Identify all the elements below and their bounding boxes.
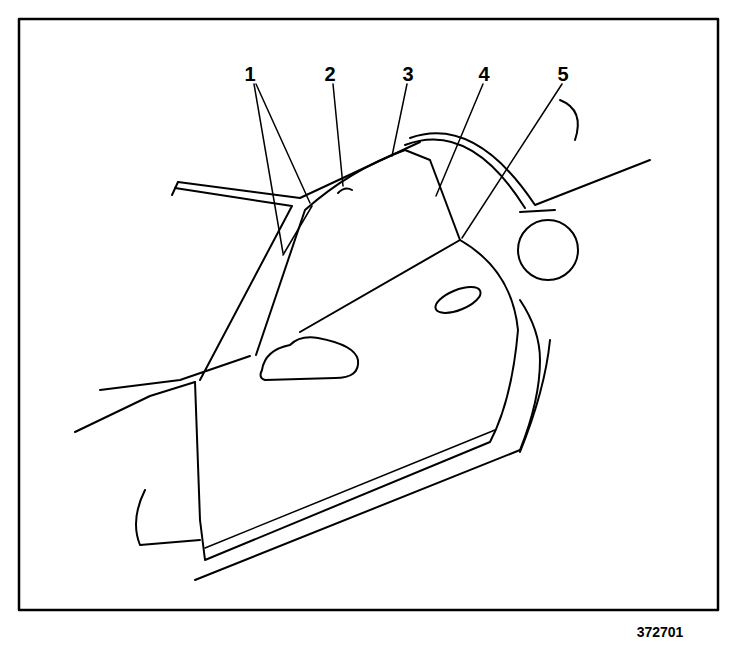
- leader-line: [436, 84, 483, 196]
- quarter-line: [520, 210, 555, 212]
- leader-line: [462, 84, 562, 238]
- callout-number: 4: [478, 64, 489, 84]
- wheel-arch: [136, 490, 200, 545]
- windshield-top: [178, 142, 420, 198]
- roof-rail: [560, 100, 578, 140]
- figure-number: 372701: [637, 625, 684, 639]
- quarter-edge: [520, 340, 550, 452]
- callout-number: 3: [402, 64, 413, 84]
- rocker-line: [195, 300, 540, 580]
- fuel-door: [518, 220, 578, 280]
- roof-line: [405, 139, 525, 208]
- mirror: [261, 337, 359, 380]
- roof-outer: [410, 133, 650, 205]
- a-pillar: [100, 188, 292, 390]
- belt-line: [300, 240, 460, 332]
- callout-number: 5: [557, 64, 568, 84]
- callout-number: 1: [244, 64, 255, 84]
- windshield-edge: [172, 182, 178, 195]
- door-lower-edge: [205, 430, 495, 548]
- glass-run: [283, 206, 312, 255]
- door-glass: [256, 150, 460, 355]
- door-handle: [432, 282, 484, 319]
- leader-line: [392, 84, 407, 156]
- glass-clip: [338, 189, 352, 193]
- hood-line: [75, 382, 195, 432]
- callout-number: 2: [324, 64, 335, 84]
- frame: [19, 19, 718, 610]
- door-outline: [195, 240, 518, 560]
- leader-line: [254, 84, 283, 253]
- leader-line: [333, 84, 343, 186]
